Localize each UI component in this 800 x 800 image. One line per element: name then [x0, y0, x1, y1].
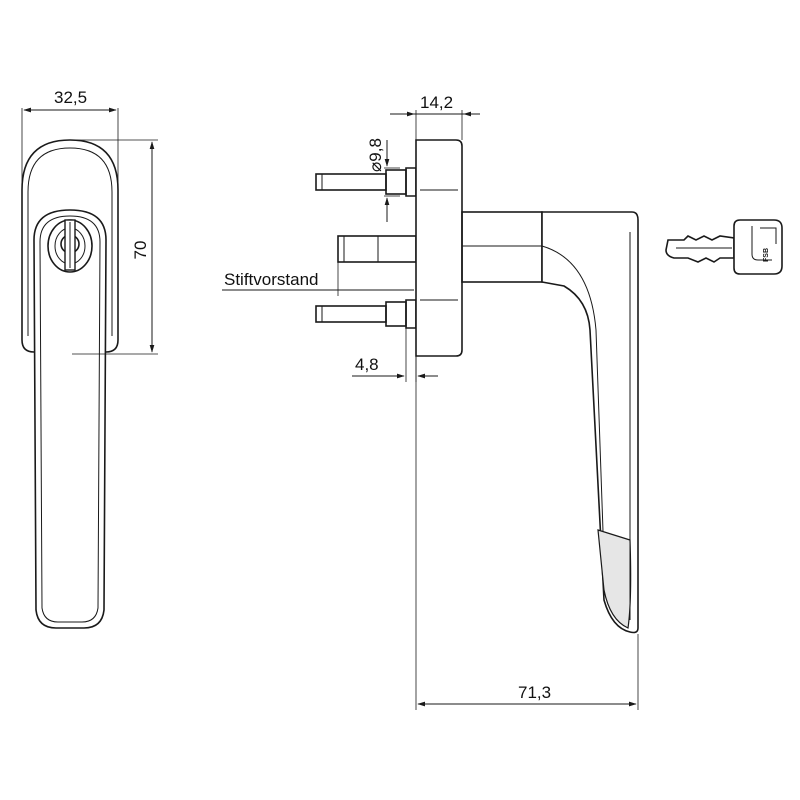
key-blade — [665, 235, 735, 263]
pin-top — [315, 173, 387, 191]
pin-bottom — [315, 305, 387, 323]
side-view: 14,2 ⌀9,8 Stiftvorstand 4,8 71,3 — [222, 93, 639, 710]
square-spindle — [337, 235, 417, 263]
key-brand: FSB — [763, 248, 770, 262]
handle-neck — [461, 211, 543, 283]
rosette-outline — [21, 139, 119, 353]
dim-front-height: 70 — [131, 241, 150, 260]
handle-grip-inner — [39, 215, 101, 623]
dim-pin-offset: 4,8 — [355, 355, 379, 374]
dim-total-projection: 71,3 — [518, 683, 551, 702]
lever-shadow — [597, 529, 632, 629]
rosette-side — [415, 139, 463, 357]
handle-grip — [33, 209, 107, 629]
label-pin-projection: Stiftvorstand — [224, 270, 319, 289]
handle-lever — [541, 211, 639, 634]
key-illustration: FSB — [665, 219, 783, 275]
rosette-inner — [27, 147, 113, 336]
front-view: 32,5 70 — [21, 88, 158, 629]
dim-rosette-depth: 14,2 — [420, 93, 453, 112]
dim-pin-diameter: ⌀9,8 — [366, 138, 385, 172]
dim-front-width: 32,5 — [54, 88, 87, 107]
